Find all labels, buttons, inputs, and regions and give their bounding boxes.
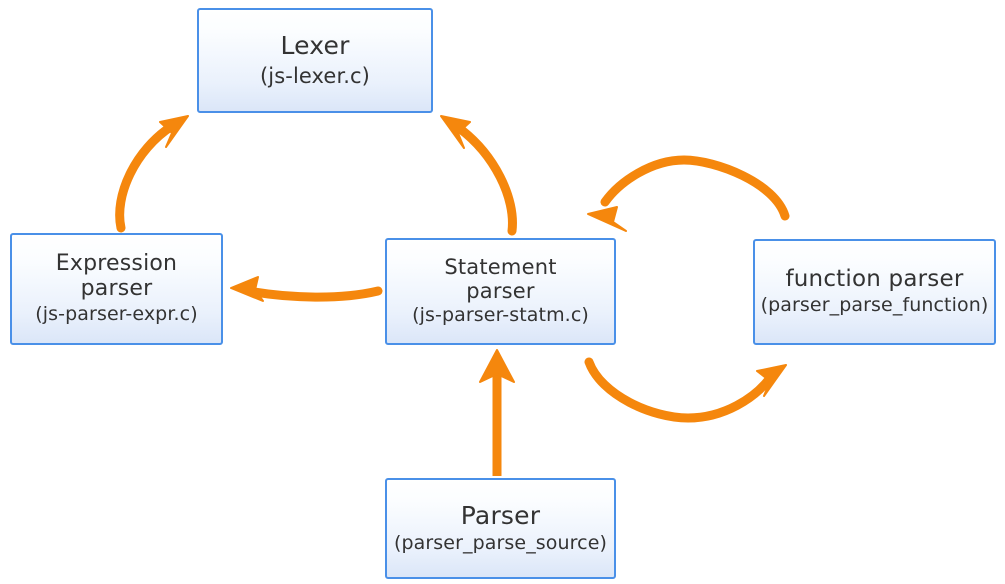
node-lexer-subtitle: (js-lexer.c): [260, 64, 370, 89]
node-statement-parser-title: Statement parser: [444, 255, 557, 303]
edge-function-to-statement: [584, 357, 787, 423]
edge-expression-to-lexer: [115, 115, 189, 233]
node-expression-parser-subtitle: (js-parser-expr.c): [35, 302, 198, 325]
node-parser-subtitle: (parser_parse_source): [393, 532, 608, 555]
node-parser[interactable]: Parser (parser_parse_source): [385, 478, 616, 579]
edge-parser-to-statement: [479, 349, 515, 476]
node-expression-parser-title: Expression parser: [55, 251, 178, 302]
node-function-parser[interactable]: function parser (parser_parse_function): [753, 239, 996, 345]
node-parser-title: Parser: [460, 501, 541, 531]
node-statement-parser[interactable]: Statement parser (js-parser-statm.c): [385, 238, 616, 345]
node-lexer[interactable]: Lexer (js-lexer.c): [197, 8, 433, 113]
node-function-parser-subtitle: (parser_parse_function): [760, 293, 989, 316]
edge-statement-to-function: [587, 155, 790, 232]
edge-statement-to-lexer: [440, 115, 517, 236]
node-statement-parser-subtitle: (js-parser-statm.c): [412, 304, 589, 327]
edge-statement-to-expression: [230, 276, 383, 302]
node-expression-parser[interactable]: Expression parser (js-parser-expr.c): [10, 233, 223, 345]
node-function-parser-title: function parser: [785, 266, 964, 293]
node-lexer-title: Lexer: [280, 31, 350, 61]
